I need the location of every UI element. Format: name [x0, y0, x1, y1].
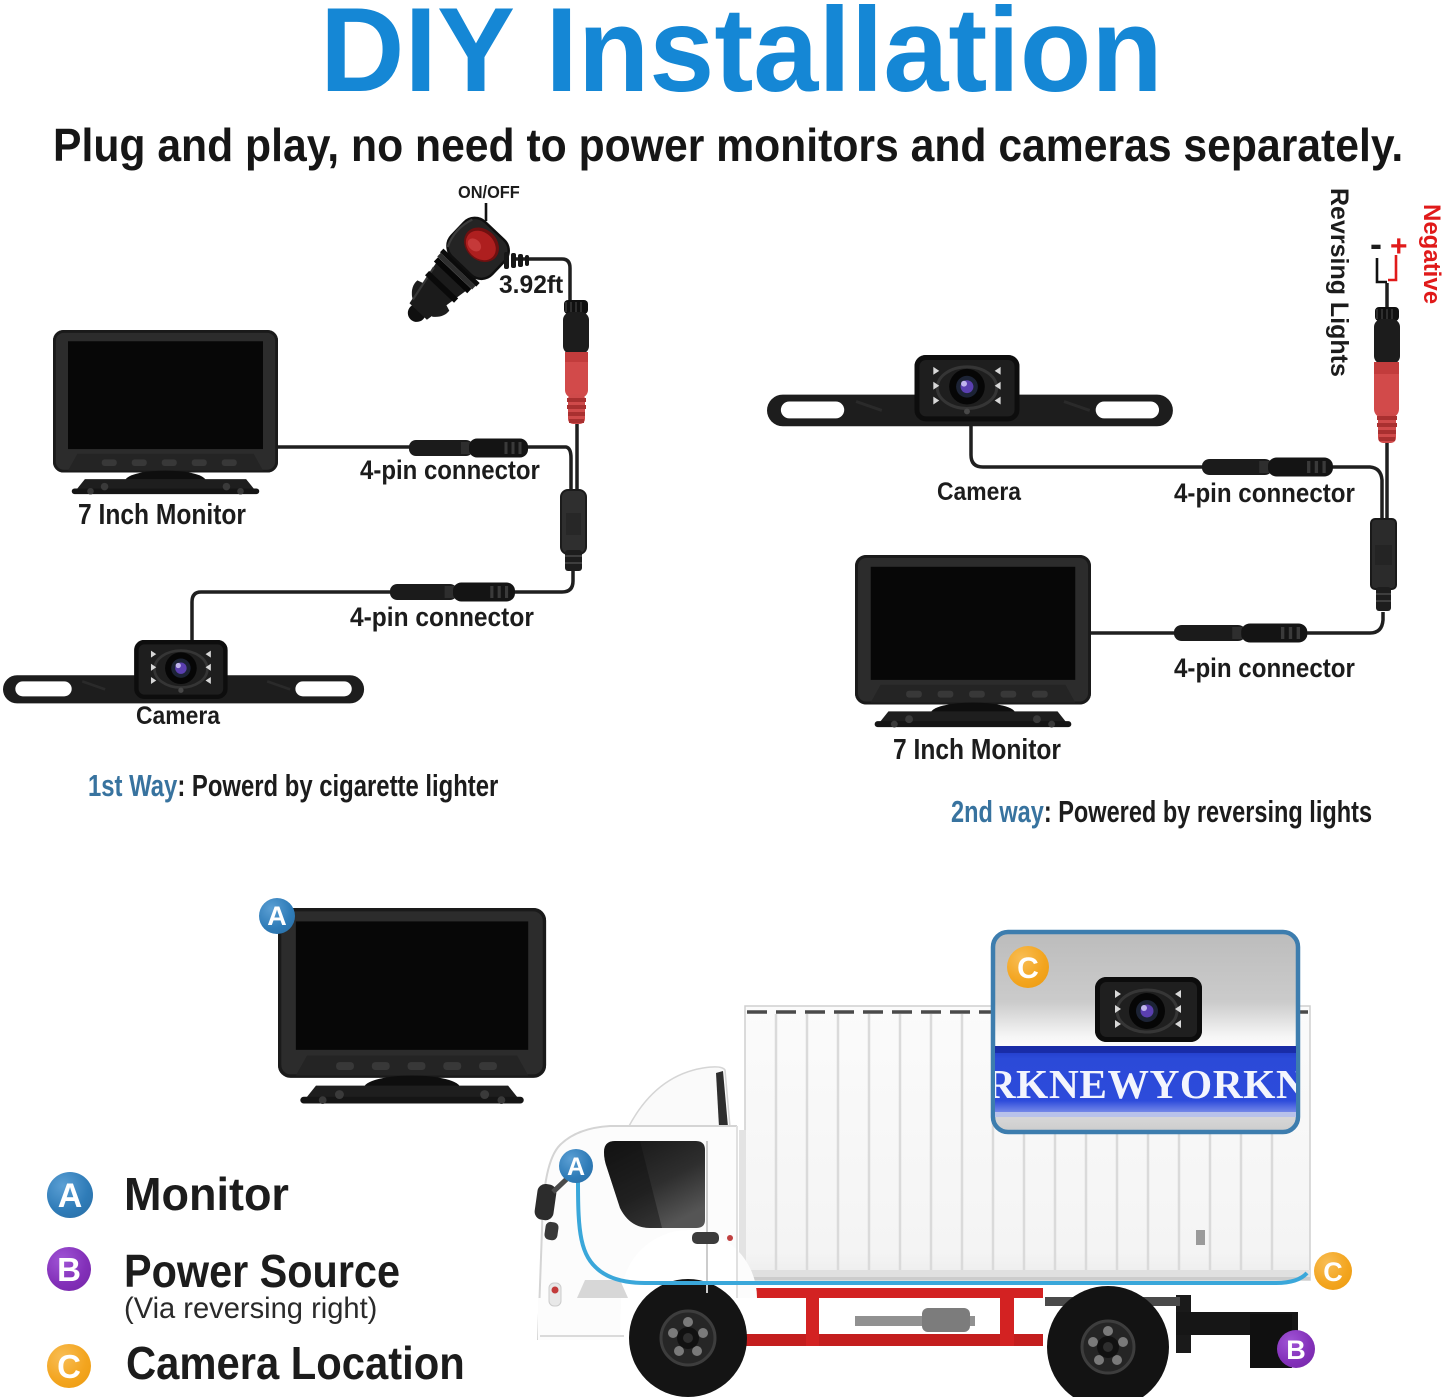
svg-text:A: A — [267, 901, 287, 931]
svg-text:B: B — [57, 1251, 81, 1288]
svg-text:C: C — [1017, 952, 1039, 985]
svg-text:B: B — [1286, 1335, 1306, 1365]
svg-text:A: A — [567, 1153, 585, 1181]
svg-text:A: A — [58, 1177, 83, 1215]
svg-text:RKNEWYORKN: RKNEWYORKN — [986, 1061, 1307, 1107]
svg-text:C: C — [1323, 1257, 1343, 1287]
svg-text:C: C — [57, 1348, 81, 1385]
